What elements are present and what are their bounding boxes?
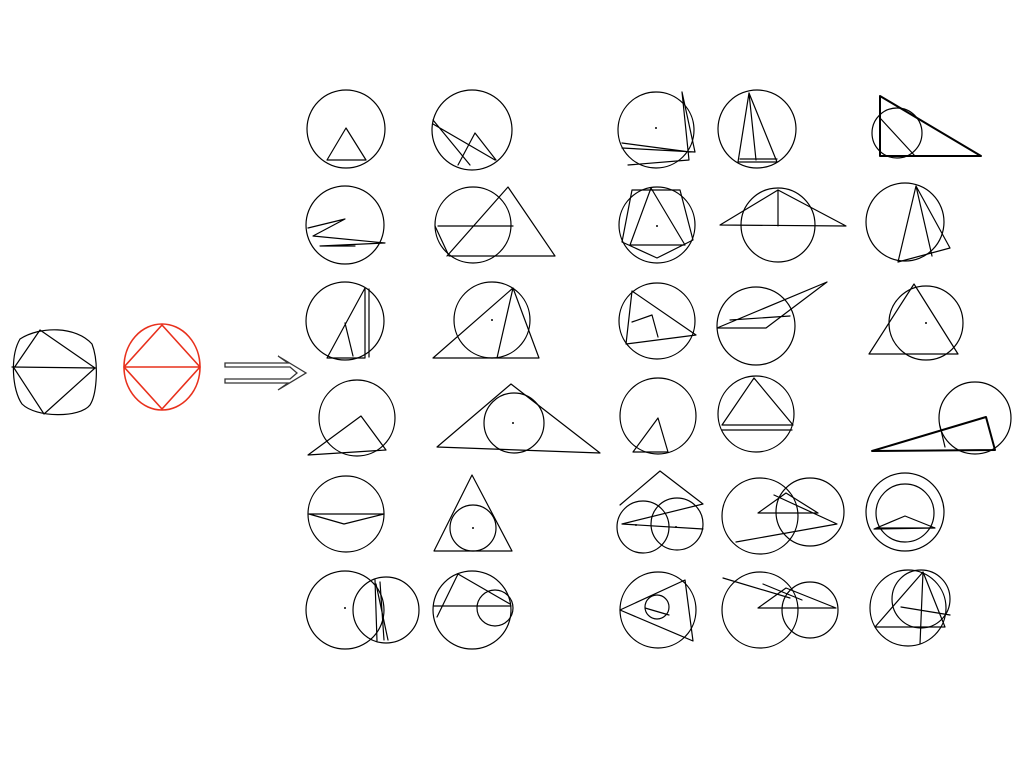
figure-r1-c4 bbox=[717, 89, 797, 169]
figure-r4-c5 bbox=[871, 381, 1012, 455]
figure-r3-c2 bbox=[432, 281, 540, 359]
figure-r5-c5 bbox=[865, 472, 945, 552]
figure-r6-c2 bbox=[432, 570, 514, 650]
figure-r1-c5 bbox=[871, 95, 982, 159]
hand-drawn-sketch bbox=[11, 329, 97, 416]
figure-r2-c2 bbox=[434, 186, 556, 264]
figure-r1-c3 bbox=[617, 91, 696, 169]
gallery-group-left bbox=[305, 89, 601, 650]
figure-r3-c4 bbox=[716, 281, 828, 366]
figure-r6-c5 bbox=[869, 569, 951, 647]
figure-r4-c1 bbox=[307, 379, 396, 457]
figure-r5-c4 bbox=[721, 477, 845, 555]
figure-r4-c4 bbox=[717, 375, 795, 453]
sketch-rounded-circle bbox=[12, 329, 97, 416]
figure-r1-c1 bbox=[306, 89, 386, 169]
figure-r5-c3 bbox=[616, 470, 704, 554]
right-arrow-icon bbox=[224, 355, 308, 391]
figure-r6-c3 bbox=[619, 571, 697, 649]
figure-r2-c5 bbox=[865, 182, 951, 263]
figure-r5-c2 bbox=[433, 474, 513, 552]
sketch-inscribed-triangles bbox=[11, 329, 97, 415]
figure-r4-c3 bbox=[619, 377, 697, 455]
figure-r2-c4 bbox=[719, 187, 847, 263]
figure-r2-c3 bbox=[618, 186, 696, 264]
gallery-group-right bbox=[616, 89, 1012, 649]
figure-r6-c4 bbox=[721, 571, 839, 649]
figure-r1-c2 bbox=[431, 89, 513, 171]
figure-r3-c1 bbox=[305, 281, 385, 361]
figure-r3-c3 bbox=[618, 282, 697, 360]
figure-r2-c1 bbox=[305, 185, 386, 265]
figure-r4-c2 bbox=[436, 383, 601, 454]
figure-r3-c5 bbox=[868, 283, 964, 361]
figure-r5-c1 bbox=[307, 475, 385, 553]
beautified-triangles bbox=[123, 324, 201, 410]
beautified-sketch bbox=[123, 323, 201, 411]
figure-r6-c1 bbox=[305, 570, 420, 650]
